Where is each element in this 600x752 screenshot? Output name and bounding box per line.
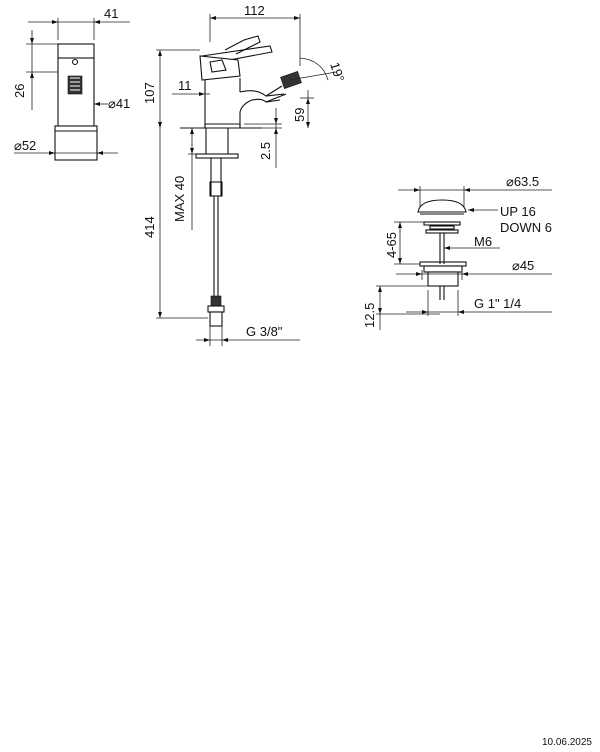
waste-view: ⌀63.5 UP 16 DOWN 6 4-65 M6 ⌀45 12.5 [362,174,552,330]
dim-front-length: 112 [244,3,265,18]
side-nozzle [67,75,83,95]
side-base [54,125,98,161]
dim-waste-body-dia: ⌀45 [512,258,534,273]
waste-body [427,271,459,287]
dim-waste-rod: M6 [474,234,492,249]
dim-front-total: 414 [142,216,157,238]
dim-side-base-dia: ⌀52 [14,138,36,153]
waste-cap [417,199,467,213]
dim-front-base: 2.5 [258,142,273,160]
dim-front-angle: 19° [327,60,347,83]
dim-side-width: 41 [104,6,118,21]
dim-waste-cap-dia: ⌀63.5 [506,174,539,189]
side-view: 41 26 ⌀41 ⌀52 [12,6,130,161]
front-view: 112 19° 107 11 59 2.5 MAX 40 [142,3,347,346]
front-hose-nut [209,311,223,327]
front-hose-ferrule [210,295,222,307]
side-handle-block [57,43,95,59]
dim-front-thread: G 3/8" [246,324,283,339]
front-washer [195,153,239,159]
dim-front-height: 107 [142,82,157,104]
dim-waste-down: DOWN 6 [500,220,552,235]
dim-waste-up: UP 16 [500,204,536,219]
dim-front-offset: 11 [178,78,192,93]
dim-waste-thread-len: 12.5 [362,303,377,328]
dim-front-max: MAX 40 [172,176,187,222]
drawing-date: 10.06.2025 [541,737,592,748]
dim-front-spout-height: 59 [292,108,307,122]
dim-side-body-dia: ⌀41 [108,96,130,111]
dim-waste-thread: G 1" 1/4 [474,296,521,311]
dim-waste-range: 4-65 [384,232,399,258]
waste-flange [423,265,463,273]
dim-side-height: 26 [12,84,27,98]
